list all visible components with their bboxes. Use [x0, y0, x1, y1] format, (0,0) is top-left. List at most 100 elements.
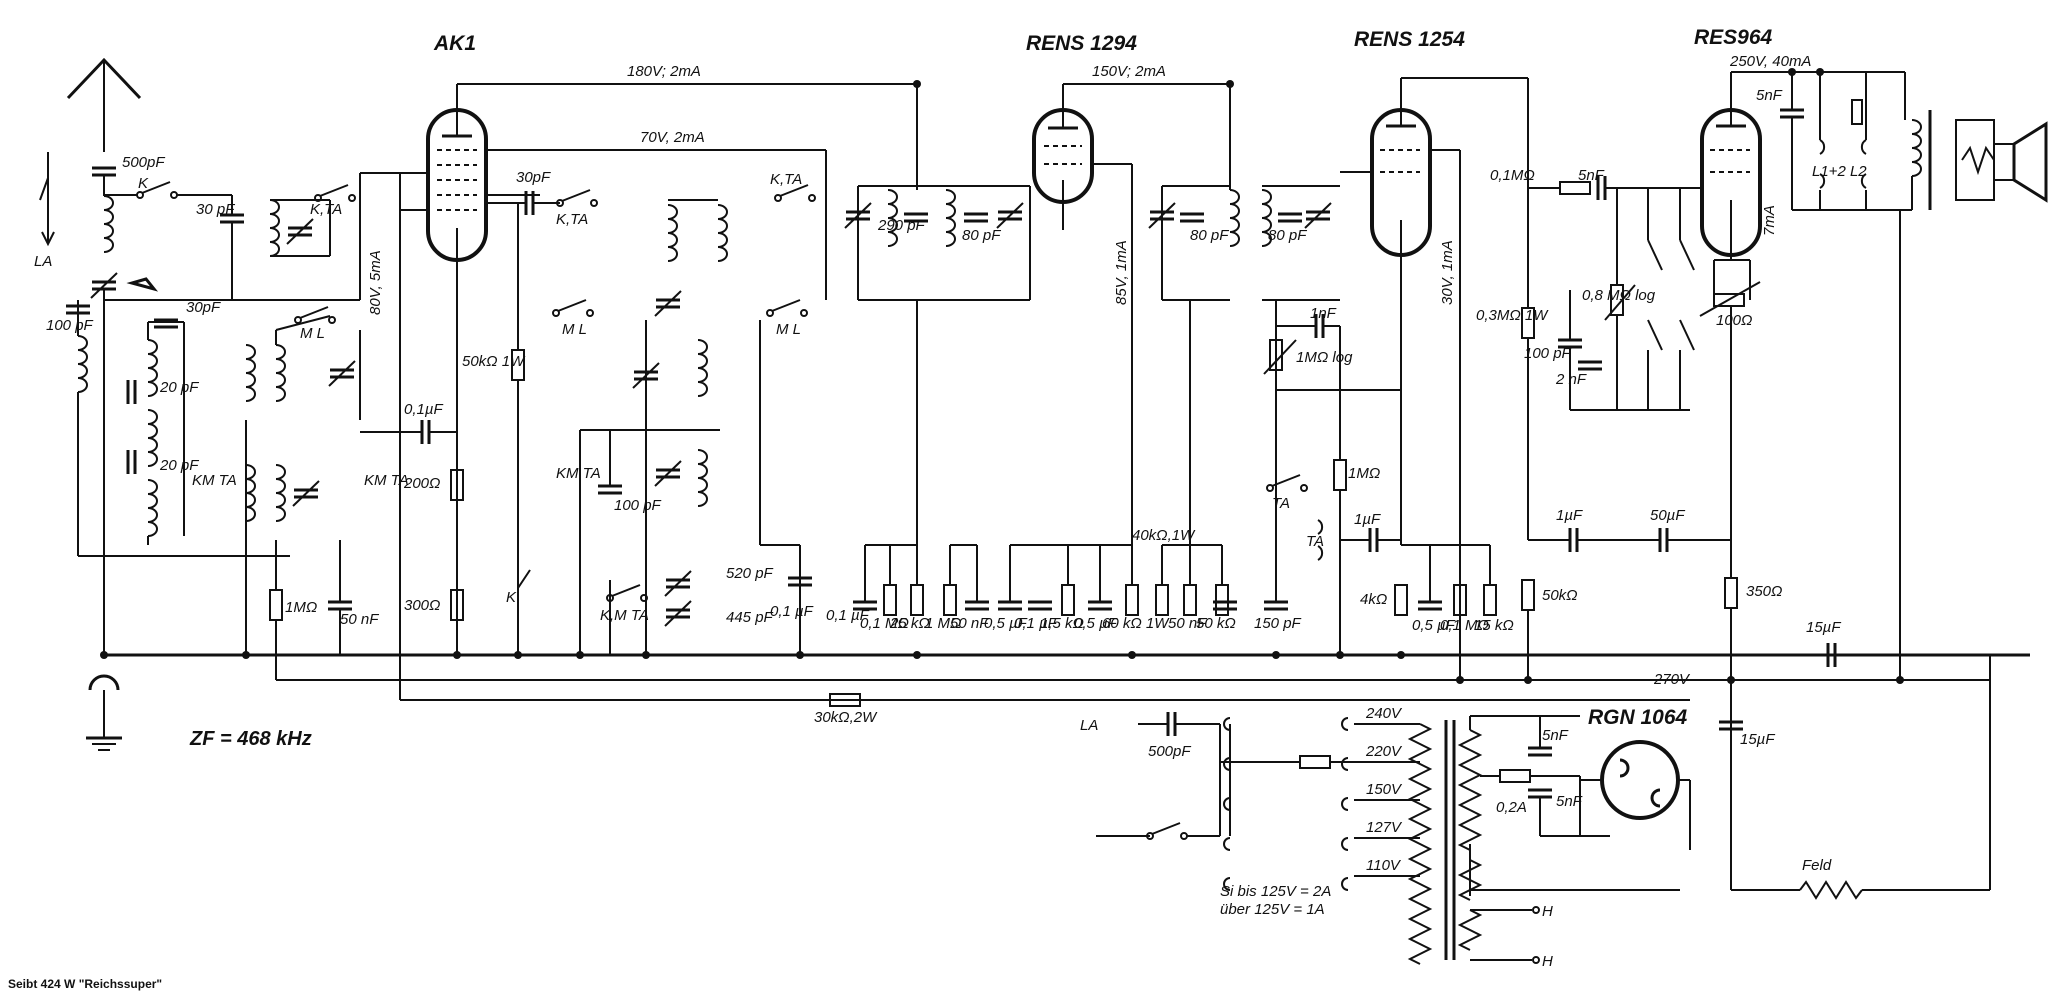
la-label: LA: [34, 253, 52, 270]
cap-01uf-label-d: 0,1 µF: [1014, 615, 1058, 632]
heater-h1-label: H: [1542, 903, 1553, 920]
v180-label: 180V; 2mA: [627, 63, 701, 80]
output-network: [1778, 72, 1932, 211]
la-label-2: LA: [1080, 717, 1098, 734]
pot-100ohm-label: 100Ω: [1716, 312, 1752, 329]
res-50k-label-c: 50kΩ: [1542, 587, 1578, 604]
pot-08m-label: 0,8 MΩ log: [1582, 287, 1656, 304]
cap-30pf-label-c: 30pF: [516, 169, 551, 186]
v85-label: 85V, 1mA: [1113, 240, 1130, 305]
cap-100pf-label-b: 100 pF: [614, 497, 662, 514]
cap-15uf-label-b: 15µF: [1740, 731, 1775, 748]
tap-127v-label: 127V: [1366, 819, 1403, 836]
volume-control-1m-log: [1263, 312, 1401, 391]
ta-label-2: TA: [1306, 533, 1324, 550]
cap-20pf-label-a: 20 pF: [159, 379, 199, 396]
switch-kmta-4: [606, 584, 648, 602]
kta-label-1: K,TA: [310, 201, 342, 218]
junction-dots: [100, 68, 1904, 684]
res-60k-label: 60 kΩ 1W: [1102, 615, 1170, 632]
rf-stage-coils: [104, 195, 360, 301]
switch-ml-3: [766, 299, 808, 317]
res-4k-label: 4kΩ: [1360, 591, 1387, 608]
switch-k-2: [517, 569, 531, 589]
cap-30pf-label-b: 30pF: [186, 299, 221, 316]
ta-label-1: TA: [1272, 495, 1290, 512]
antenna-input: [39, 152, 118, 247]
cap-1nf-label: 1nF: [1310, 305, 1337, 322]
coupling-network: [1521, 174, 1700, 540]
tube-rgn1064-label: RGN 1064: [1588, 706, 1688, 729]
res-50k-label-b: 50 kΩ: [1196, 615, 1236, 632]
kta-label-2: K,TA: [556, 211, 588, 228]
tube-rens1294: [1032, 83, 1231, 545]
res-25k-label: 25 kΩ: [889, 615, 930, 632]
field-coil: [1731, 655, 1991, 900]
fuse-label: 0,2A: [1496, 799, 1527, 816]
kmta-label-2: KM TA: [364, 472, 409, 489]
v80-label: 80V, 5mA: [367, 250, 384, 315]
cap-05uf-label-c: 0,5 µF: [1412, 617, 1456, 634]
if-transformer-1: [843, 185, 1031, 301]
cap-1uf-label-b: 1µF: [1556, 507, 1583, 524]
switch-ta-1: [1266, 474, 1324, 561]
res-15k-label-b: 15 kΩ: [1474, 617, 1514, 634]
fuse-note-line1: Si bis 125V = 2A: [1220, 883, 1331, 900]
tap-220v-label: 220V: [1365, 743, 1403, 760]
res-1mohm-label-c: 1MΩ: [1348, 465, 1380, 482]
kmta-label-3: KM TA: [556, 465, 601, 482]
res-1mohm-label-a: 1MΩ: [285, 599, 317, 616]
tube-rens1254: [1340, 77, 1529, 680]
b-plus-rail: [276, 173, 1990, 701]
ml-label-1: M L: [300, 325, 325, 342]
if-transformer-2: [1147, 185, 1340, 301]
v70-label: 70V, 2mA: [640, 129, 705, 146]
rf-bias-network-1: [851, 300, 1139, 616]
switch-ml-2: [552, 299, 594, 317]
rectifier-caps: [1480, 716, 1610, 837]
tube-res964-label: RES964: [1694, 26, 1773, 49]
resistor-1mohm-a: [269, 540, 283, 680]
res-50k-label: 50kΩ 1W: [462, 353, 526, 370]
v250-label: 250V, 40mA: [1729, 53, 1811, 70]
coil-l12-label: L1+2 L2: [1812, 163, 1867, 180]
switch-kta-2: [556, 189, 598, 207]
cap-100pf-b: [596, 430, 624, 495]
res-200ohm-label: 200Ω: [403, 475, 440, 492]
switch-k-input: [104, 181, 232, 199]
cap-2nf-label: 2 nF: [1555, 371, 1587, 388]
kta-label-3: K,TA: [770, 171, 802, 188]
cap-50nf-label-a: 50 nF: [340, 611, 379, 628]
v150-label: 150V; 2mA: [1092, 63, 1166, 80]
res-15k-label: 1,5 kΩ: [1040, 615, 1084, 632]
cap-80pf-label-a: 80 pF: [962, 227, 1001, 244]
cap-01uf-label-c: 0,1 µF: [826, 607, 870, 624]
cap-5nf-label-c: 5nF: [1542, 727, 1569, 744]
switch-k-label: K: [138, 175, 149, 192]
cap-80pf-label-b: 80 pF: [1190, 227, 1229, 244]
kmta-label-1: KM TA: [192, 472, 237, 489]
cap-100pf-label: 100 pF: [46, 317, 94, 334]
cap-01uf-label-a: 0,1µF: [404, 401, 443, 418]
tone-switches: [1647, 188, 1695, 410]
cap-290pf-label: 290 pF: [877, 217, 926, 234]
res-01m-label-b: 0,1 MΩ: [1440, 617, 1489, 634]
tube-rgn1064: [1580, 740, 1691, 850]
voltage-selector: [1223, 717, 1420, 891]
cap-01uf-a: [360, 418, 457, 446]
field-coil-label: Feld: [1802, 857, 1832, 874]
detector-network: [1155, 300, 1290, 616]
tube-rens1294-label: RENS 1294: [1026, 32, 1137, 55]
tap-150v-label: 150V: [1366, 781, 1403, 798]
cap-80pf-label-c: 80 pF: [1268, 227, 1307, 244]
res-1m-label-b: 1 MΩ: [925, 615, 961, 632]
cap-1uf-label: 1µF: [1354, 511, 1381, 528]
cap-5nf-label-a: 5nF: [1578, 167, 1605, 184]
cathode-network: [1394, 544, 1497, 616]
res-01m-label-c: 0,1MΩ: [1490, 167, 1535, 184]
res-03m-label: 0,3MΩ 1W: [1476, 307, 1549, 324]
resistor-1mohm-c: [1333, 390, 1347, 655]
lw-mw-oscillator-coils: [126, 318, 185, 545]
cap-20pf-label-b: 20 pF: [159, 457, 199, 474]
